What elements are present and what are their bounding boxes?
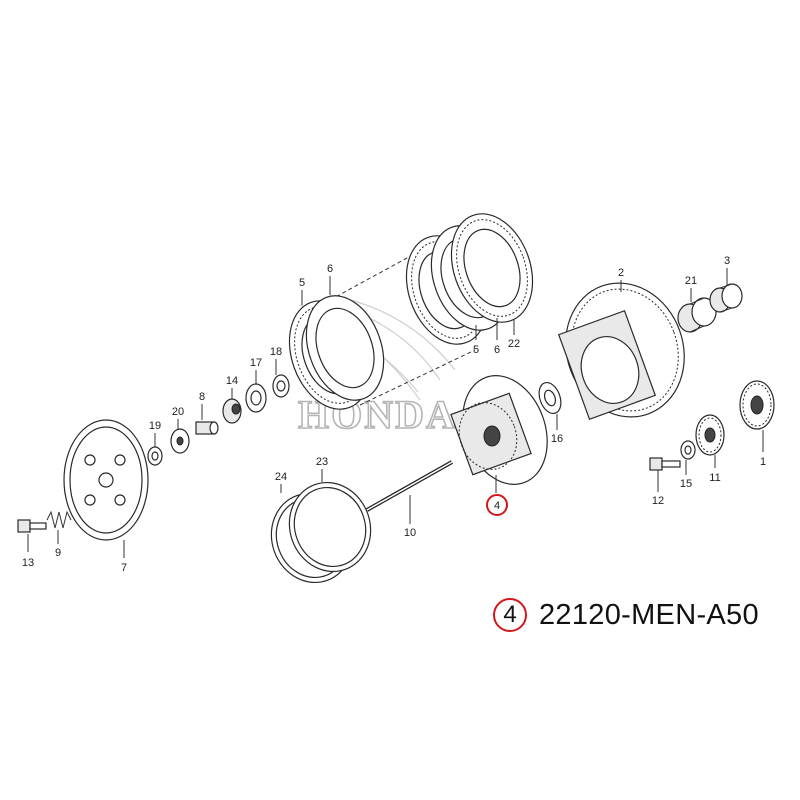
callout-16[interactable]: 16 <box>551 433 563 445</box>
washer-15 <box>680 440 696 460</box>
callout-3[interactable]: 3 <box>724 255 730 267</box>
callout-11[interactable]: 11 <box>709 472 720 484</box>
spring-9 <box>46 510 72 529</box>
callout-15[interactable]: 15 <box>680 478 692 490</box>
callout-10[interactable]: 10 <box>404 527 416 539</box>
clutch-plate-22 <box>450 213 534 323</box>
leader-lines <box>27 268 764 558</box>
callout-23[interactable]: 23 <box>316 456 328 468</box>
clutch-pack-guide-lines <box>329 239 476 406</box>
callout-17[interactable]: 17 <box>250 357 262 369</box>
bolt-13 <box>17 519 47 533</box>
callout-4[interactable]: 4 <box>494 500 500 512</box>
clutch-center-4 <box>450 375 548 485</box>
gear-11 <box>695 414 725 456</box>
pressure-plate-7 <box>63 419 149 541</box>
callout-24[interactable]: 24 <box>275 471 287 483</box>
selected-part-ref-circle: 4 <box>493 598 527 632</box>
callout-5-left[interactable]: 5 <box>299 277 305 289</box>
callout-19[interactable]: 19 <box>149 420 161 432</box>
callout-20[interactable]: 20 <box>172 406 184 418</box>
callout-22[interactable]: 22 <box>508 338 520 350</box>
bearing-20 <box>170 428 190 454</box>
washer-18 <box>272 374 290 398</box>
callout-2[interactable]: 2 <box>618 267 624 279</box>
clutch-plate-6-left <box>305 295 385 401</box>
callout-9[interactable]: 9 <box>55 547 61 559</box>
bolt-12 <box>649 457 681 471</box>
callout-12[interactable]: 12 <box>652 495 664 507</box>
washer-16 <box>538 381 562 415</box>
gear-1 <box>739 380 775 430</box>
needle-bearing-21 <box>677 297 717 333</box>
callout-7[interactable]: 7 <box>121 562 127 574</box>
lifter-8 <box>195 421 219 435</box>
selected-part-number: 22120-MEN-A50 <box>539 598 759 631</box>
nut-14 <box>222 398 242 424</box>
callout-5-right[interactable]: 5 <box>473 344 479 356</box>
callout-13[interactable]: 13 <box>22 557 34 569</box>
washer-19 <box>147 446 163 466</box>
collar-3 <box>709 283 743 313</box>
selected-part-ref-number: 4 <box>503 601 517 628</box>
callout-14[interactable]: 14 <box>226 375 238 387</box>
callout-labels: 1 2 3 4 5 5 6 6 7 8 9 10 11 12 13 14 15 … <box>22 255 766 574</box>
callout-1[interactable]: 1 <box>760 456 766 468</box>
callout-8[interactable]: 8 <box>199 391 205 403</box>
callout-18[interactable]: 18 <box>270 346 282 358</box>
pushrod-10 <box>366 460 453 512</box>
selected-part-result: 4 22120-MEN-A50 <box>493 592 759 638</box>
callout-6-left[interactable]: 6 <box>327 263 333 275</box>
o-ring-23 <box>288 481 372 573</box>
callout-6-right[interactable]: 6 <box>494 344 500 356</box>
callout-21[interactable]: 21 <box>685 275 697 287</box>
plate-17 <box>245 383 267 413</box>
clutch-outer-2 <box>557 282 685 421</box>
callout-4-highlight-circle <box>486 494 508 516</box>
